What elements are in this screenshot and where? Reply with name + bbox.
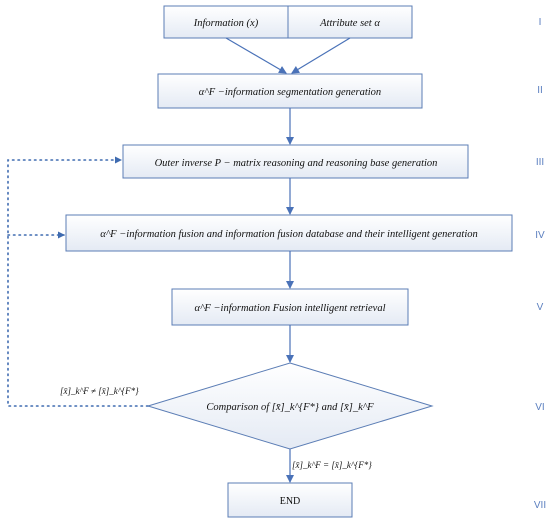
box-end: END <box>227 482 353 518</box>
box-3-frame <box>122 144 469 179</box>
step-label-6: VI <box>535 402 544 413</box>
fusion-database-label: α^F −information fusion and information … <box>100 229 478 240</box>
decision-comparison: Comparison of [x̄]_k^{F*} and [x̄]_k^F <box>146 362 434 450</box>
step-label-7: VII <box>534 500 546 511</box>
attribute-set-label: Attribute set α <box>319 18 380 29</box>
step-label-5: V <box>537 302 544 313</box>
segmentation-label: α^F −information segmentation generation <box>199 87 381 98</box>
box-information-attribute: Information (x) Attribute set α <box>163 5 413 39</box>
end-label: END <box>280 496 301 507</box>
not-equal-condition-label: [x̄]_k^F ≠ [x̄]_k^{F*} <box>60 386 139 396</box>
box-retrieval: α^F −information Fusion intelligent retr… <box>171 288 409 326</box>
arrow-attribute-to-segmentation <box>291 37 351 74</box>
reasoning-label: Outer inverse P − matrix reasoning and r… <box>155 158 438 169</box>
box-segmentation: α^F −information segmentation generation <box>157 73 423 109</box>
retrieval-label: α^F −information Fusion intelligent retr… <box>194 303 385 314</box>
feedback-loop: [x̄]_k^F ≠ [x̄]_k^{F*} <box>7 156 149 407</box>
comparison-label: Comparison of [x̄]_k^{F*} and [x̄]_k^F <box>206 402 374 413</box>
step-label-1: I <box>539 17 542 28</box>
box-fusion-database: α^F −information fusion and information … <box>65 214 513 252</box>
end-frame <box>227 482 353 518</box>
box-2-frame <box>157 73 423 109</box>
step-label-4: IV <box>535 230 545 241</box>
arrow-information-to-segmentation <box>225 37 287 74</box>
box-4-frame <box>65 214 513 252</box>
box-5-frame <box>171 288 409 326</box>
step-label-3: III <box>536 157 544 168</box>
information-label: Information (x) <box>193 18 259 29</box>
step-label-2: II <box>537 85 543 96</box>
box-reasoning: Outer inverse P − matrix reasoning and r… <box>122 144 469 179</box>
equal-condition-label: [x̄]_k^F = [x̄]_k^{F*} <box>292 460 372 470</box>
dotted-loop-to-reasoning <box>7 156 149 407</box>
step-labels: I II III IV V VI VII <box>534 17 546 511</box>
